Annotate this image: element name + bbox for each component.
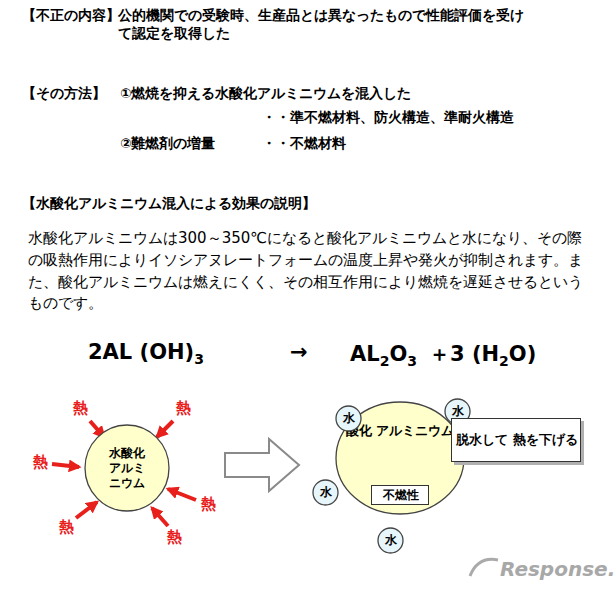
- heat-label: 熱: [33, 453, 48, 473]
- circle-shape: [85, 425, 169, 511]
- note-text: ・・不燃材料: [262, 135, 346, 153]
- formula-text: 2AL (OH): [88, 340, 194, 364]
- formula-text: ＋3 (H: [429, 342, 499, 366]
- formula-text: O: [389, 342, 407, 366]
- section-heading: 【その方法】: [22, 85, 106, 103]
- water-circle: 水: [312, 479, 339, 506]
- formula-arrow: →: [290, 340, 308, 364]
- circle-shape: [313, 480, 338, 505]
- heat-arrow: [157, 421, 173, 437]
- heat-label: 熱: [167, 528, 182, 548]
- callout-box: 脱水して 熱を下げる: [451, 418, 580, 462]
- formula-text: O): [509, 342, 536, 366]
- water-circle: 水: [377, 527, 404, 554]
- formula-subscript: 3: [407, 353, 417, 369]
- heat-arrow: [52, 464, 79, 467]
- section-heading: 【不正の内容】: [22, 7, 120, 25]
- watermark: Response.: [500, 556, 615, 582]
- note-text: ①燃焼を抑える水酸化アルミニウムを混入した: [120, 85, 411, 103]
- note-text: ②難燃剤の増量: [120, 135, 215, 153]
- formula-subscript: 2: [380, 353, 390, 369]
- circle-shape: [378, 528, 403, 553]
- formula-subscript: 2: [499, 353, 509, 369]
- circle-shape: [336, 406, 361, 431]
- formula-subscript: 3: [194, 351, 204, 367]
- heat-label: 熱: [73, 399, 88, 419]
- heat-arrow: [168, 489, 196, 500]
- node-text: 水: [343, 411, 355, 426]
- chemical-equation: →: [290, 340, 308, 364]
- formula-text: AL: [350, 342, 380, 366]
- property-box: 不燃性: [371, 485, 429, 505]
- node-text: 水: [452, 404, 464, 419]
- compound-circle: 水酸化 アルミ ニウム: [84, 424, 170, 512]
- heat-label: 熱: [59, 518, 74, 538]
- node-text: 不燃性: [383, 488, 419, 503]
- chemical-equation: 2AL (OH)3: [88, 340, 204, 367]
- block-arrow: [225, 439, 299, 491]
- note-text: 公的機関での受験時、生産品とは異なったもので性能評価を受けて認定を取得した: [118, 7, 528, 42]
- note-text: ・・準不燃材料、防火構造、準耐火構造: [262, 109, 514, 127]
- circle-shape: [336, 402, 464, 514]
- heat-arrow: [76, 502, 97, 518]
- node-text: 脱水して 熱を下げる: [456, 432, 577, 448]
- heat-label: 熱: [176, 399, 191, 419]
- chemical-equation: AL2O3＋3 (H2O): [350, 340, 536, 369]
- node-text: 酸化 アルミニウム: [346, 423, 454, 439]
- node-text: 水酸化 アルミ ニウム: [101, 446, 153, 491]
- node-text: 水: [320, 485, 332, 500]
- section-heading: 【水酸化アルミニウム混入による効果の説明】: [22, 195, 316, 213]
- heat-arrow: [152, 508, 168, 526]
- water-circle: 水: [335, 405, 362, 432]
- heat-label: 熱: [201, 495, 216, 515]
- body-paragraph: 水酸化アルミニウムは300～350℃になると酸化アルミニウムと水になり、その際の…: [28, 228, 590, 315]
- node-text: 水: [385, 533, 397, 548]
- logo-swoosh: [470, 559, 498, 576]
